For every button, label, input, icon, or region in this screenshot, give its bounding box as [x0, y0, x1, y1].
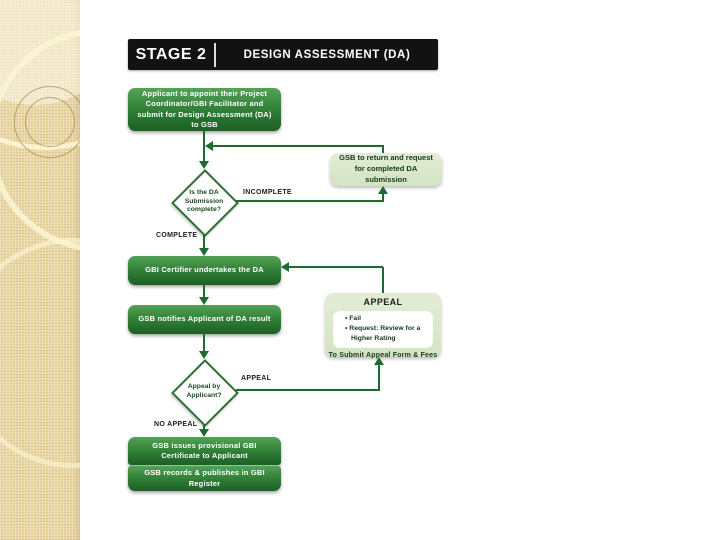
stage-title-bar: STAGE 2 DESIGN ASSESSMENT (DA) — [128, 39, 438, 70]
appeal-bullet-fail: Fail — [333, 314, 433, 324]
arrowhead-into-certifier — [199, 248, 209, 256]
label-appeal: APPEAL — [241, 375, 272, 382]
arrowhead-into-decision1 — [199, 161, 209, 169]
label-complete: COMPLETE — [156, 232, 198, 239]
decision-da-complete: Is the DA Submission complete? — [171, 169, 239, 237]
decorative-ring-tan-inner — [25, 97, 75, 147]
decision-appeal-text: Appeal by Applicant? — [186, 383, 222, 399]
decorative-ring-tan-outer — [14, 86, 80, 158]
label-incomplete: INCOMPLETE — [243, 189, 292, 196]
node-return-request: GSB to return and request for completed … — [330, 153, 442, 186]
connector-appeal-horizontal — [236, 389, 380, 391]
arrowhead-into-appeal-box — [374, 357, 384, 365]
node-issue-certificate: GSB issues provisional GBI Certificate t… — [128, 437, 281, 465]
connector-no-appeal-vertical — [203, 424, 205, 431]
node-notify-result: GSB notifies Applicant of DA result — [128, 305, 281, 334]
connector-certifier-to-notify — [203, 285, 205, 298]
connector-appeal-vertical — [378, 364, 380, 390]
stage-label: STAGE 2 — [135, 45, 207, 63]
arrowhead-into-return-box — [378, 186, 388, 194]
arrowhead-return-merge — [205, 141, 213, 151]
label-no-appeal: NO APPEAL — [154, 421, 198, 428]
arrowhead-into-notify — [199, 297, 209, 305]
node-certifier-da: GBI Certifier undertakes the DA — [128, 256, 281, 285]
connector-incomplete-vertical — [382, 193, 384, 202]
arrowhead-into-certifier-right — [281, 262, 289, 272]
connector-incomplete-horizontal — [236, 200, 383, 202]
appeal-reasons-panel: Fail Request: Review for a Higher Rating — [333, 311, 433, 348]
sidebar-decoration — [0, 0, 80, 540]
connector-return-vertical — [382, 146, 384, 154]
connector-return-horizontal — [209, 145, 384, 147]
title-divider — [214, 42, 216, 67]
appeal-footer-note: To Submit Appeal Form & Fees — [328, 351, 438, 359]
appeal-info-title: APPEAL — [363, 297, 403, 307]
appeal-bullet-review: Request: Review for a Higher Rating — [333, 324, 433, 344]
appeal-info-box: APPEAL Fail Request: Review for a Higher… — [325, 293, 441, 359]
arrowhead-into-decision2 — [199, 351, 209, 359]
decorative-ring-cream-bottom — [0, 238, 80, 468]
arrowhead-into-issue-box — [199, 429, 209, 437]
connector-notify-to-decision2 — [203, 334, 205, 352]
node-record-register: GSB records & publishes in GBI Register — [128, 466, 281, 491]
assessment-title: DESIGN ASSESSMENT (DA) — [243, 48, 411, 61]
node-appoint-submit: Applicant to appoint their Project Coord… — [128, 88, 281, 131]
connector-complete-vertical — [203, 234, 205, 249]
connector-appeal-return-vertical — [382, 267, 384, 293]
connector-appeal-return-horizontal — [288, 266, 383, 268]
decision-da-complete-text: Is the DA Submission complete? — [184, 188, 224, 214]
decision-appeal: Appeal by Applicant? — [171, 359, 239, 427]
connector-appoint-to-decision — [203, 130, 205, 163]
